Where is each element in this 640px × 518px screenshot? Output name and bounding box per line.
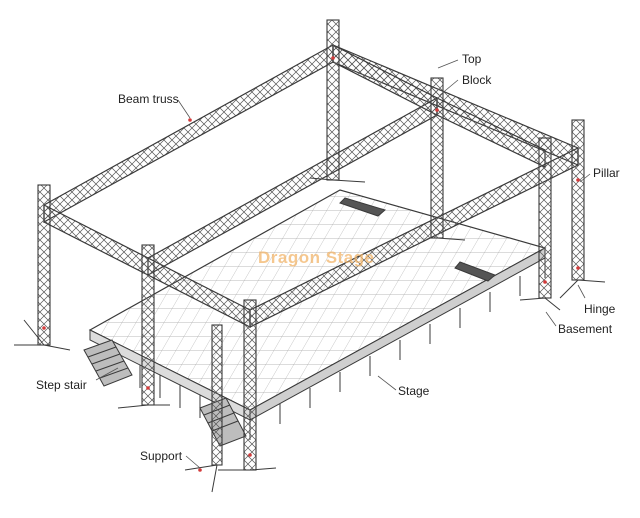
pillar-back-left [37,184,51,346]
label-support: Support [140,449,183,463]
stage-deck [88,189,547,421]
pillar-front-right [538,137,552,299]
label-block: Block [462,73,492,87]
pillar-far-right [571,119,585,281]
beam-truss-drawing [43,43,579,328]
label-stage: Stage [398,384,430,398]
label-hinge: Hinge [584,302,616,316]
label-step-stair: Step stair [36,378,87,392]
pillar-middle-left [141,244,155,406]
pillar-back-center [326,19,340,181]
pillar-middle-right [430,77,444,239]
label-basement: Basement [558,322,613,336]
support-braces [14,177,606,493]
label-pillar: Pillar [593,166,620,180]
hinge-markers [42,56,580,472]
label-beam-truss: Beam truss [118,92,179,106]
leader-lines [95,59,591,469]
pillar-front-far-left [211,324,223,466]
label-top: Top [462,52,482,66]
pillar-front-left [243,299,257,471]
watermark-text: Dragon Stage [258,248,375,267]
